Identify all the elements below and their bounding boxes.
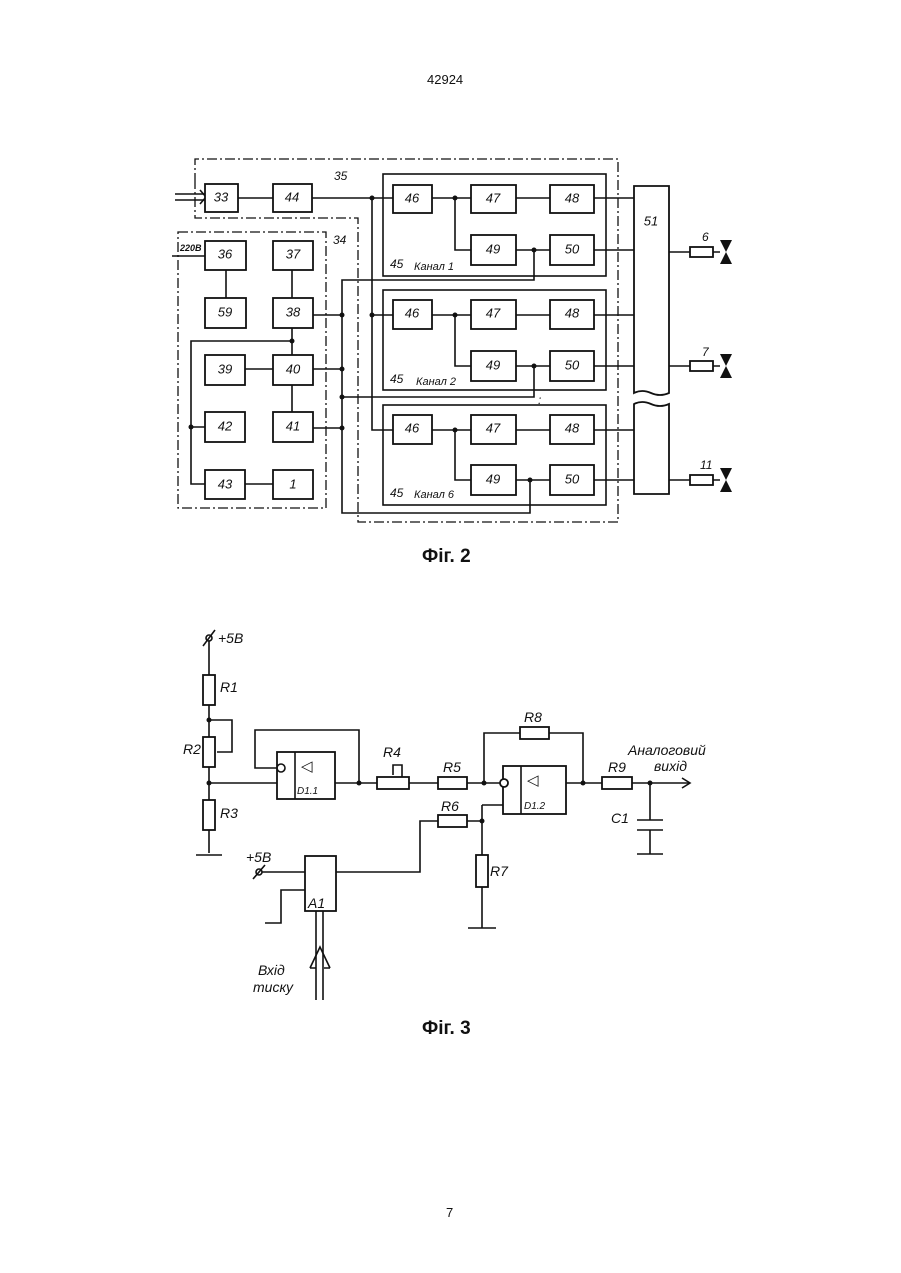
label-analog-output-line2: вихід: [654, 758, 687, 774]
label-r5: R5: [443, 759, 461, 775]
page-number: 7: [446, 1205, 453, 1220]
resistor-r3: [203, 800, 215, 830]
label-r1: R1: [220, 679, 238, 695]
label-pressure-input-line2: тиску: [253, 979, 294, 995]
label-vcc-top: +5В: [218, 630, 243, 646]
label-r6: R6: [441, 798, 459, 814]
label-vcc-left: +5В: [246, 849, 271, 865]
label-r8: R8: [524, 709, 542, 725]
opamp-d1-2-triangle-icon: ◁: [527, 772, 539, 789]
resistor-r1: [203, 675, 215, 705]
resistor-r8: [520, 727, 549, 739]
resistor-r7: [476, 855, 488, 887]
label-r2: R2: [183, 741, 201, 757]
label-pressure-input-line1: Вхід: [258, 962, 285, 978]
label-r7: R7: [490, 863, 509, 879]
figure-3-caption: Фіг. 3: [422, 1018, 471, 1040]
label-d1-1: D1.1: [297, 786, 318, 797]
figure-3-junctions: [207, 718, 653, 824]
label-c1: C1: [611, 810, 629, 826]
opamp-d1-1-triangle-icon: ◁: [301, 758, 313, 775]
label-r4: R4: [383, 744, 401, 760]
resistor-r9: [602, 777, 632, 789]
resistor-r5: [438, 777, 467, 789]
figure-3-labels: +5В +5В R1 R2 R3 R4 R5 R6 R7 R8 R9 C1 D1…: [183, 630, 706, 995]
label-analog-output-line1: Аналоговий: [627, 742, 706, 758]
figure-3-components: [203, 630, 632, 911]
resistor-r4: [377, 777, 409, 789]
label-r3: R3: [220, 805, 238, 821]
label-d1-2: D1.2: [524, 801, 546, 812]
label-a1: A1: [307, 895, 325, 911]
label-r9: R9: [608, 759, 626, 775]
resistor-r6: [438, 815, 467, 827]
resistor-r2: [203, 737, 215, 767]
